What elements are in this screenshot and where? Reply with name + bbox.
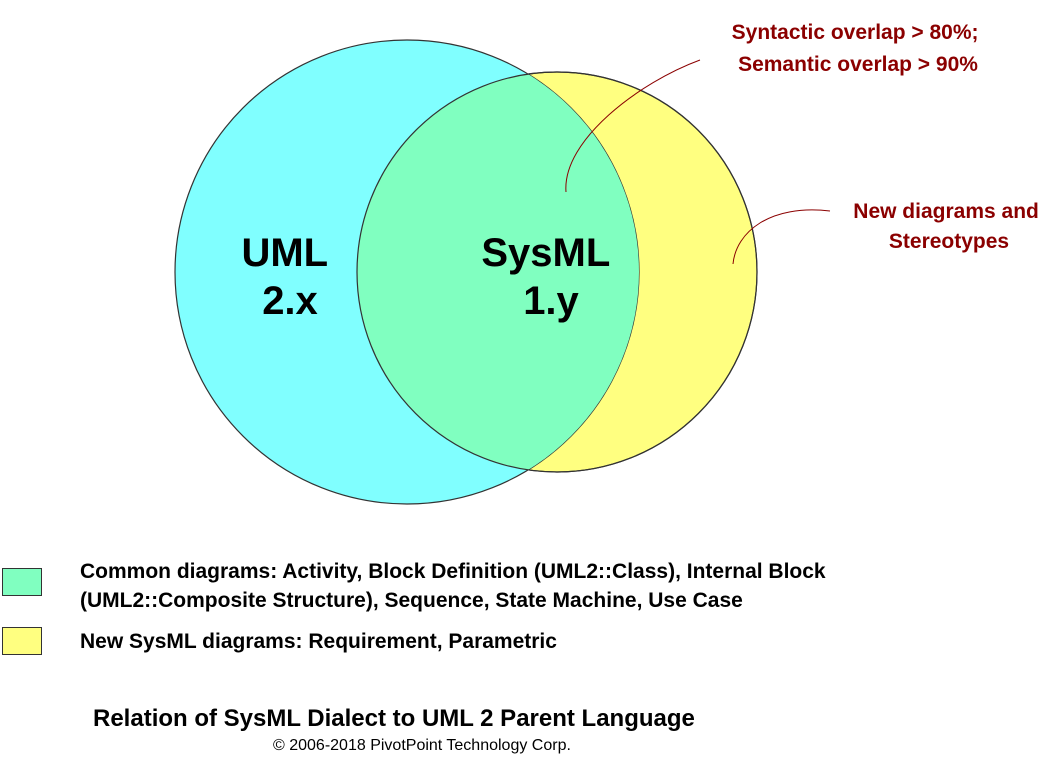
uml-label-line-1: UML: [241, 231, 327, 275]
overlap-callout: Syntactic overlap > 80%; Semantic overla…: [732, 21, 985, 76]
sysml-circle-outline: [356, 71, 758, 473]
new-diagrams-callout-line-2: Stereotypes: [889, 230, 1009, 253]
uml-label: UML 2.x: [241, 231, 338, 323]
legend-item-common: Common diagrams: Activity, Block Definit…: [80, 557, 980, 615]
new-diagrams-callout-leader: [732, 209, 831, 265]
sysml-label: SysML 1.y: [481, 231, 620, 323]
overlap-callout-leader: [565, 59, 701, 193]
overlap-callout-line-2: Semantic overlap > 90%: [738, 53, 978, 76]
diagram-caption: Relation of SysML Dialect to UML 2 Paren…: [93, 705, 695, 732]
venn-diagram: UML 2.x SysML 1.y Syntactic overlap > 80…: [174, 21, 1044, 505]
legend-item-common-line-1: Common diagrams: Activity, Block Definit…: [80, 560, 826, 583]
legend-swatch-common: [2, 568, 42, 596]
legend-swatch-new: [2, 627, 42, 655]
new-diagrams-callout: New diagrams and Stereotypes: [853, 200, 1044, 253]
new-diagrams-callout-line-1: New diagrams and: [853, 200, 1039, 223]
overlap-callout-line-1: Syntactic overlap > 80%;: [732, 21, 979, 44]
uml-label-line-2: 2.x: [262, 279, 318, 323]
legend-item-new-line-1: New SysML diagrams: Requirement, Paramet…: [80, 630, 557, 653]
sysml-label-line-1: SysML: [481, 231, 609, 275]
copyright-notice: © 2006-2018 PivotPoint Technology Corp.: [273, 737, 571, 754]
sysml-label-line-2: 1.y: [523, 279, 579, 323]
legend-item-common-line-2: (UML2::Composite Structure), Sequence, S…: [80, 589, 743, 612]
legend-item-new: New SysML diagrams: Requirement, Paramet…: [80, 627, 980, 656]
overlap-region: [357, 72, 639, 472]
